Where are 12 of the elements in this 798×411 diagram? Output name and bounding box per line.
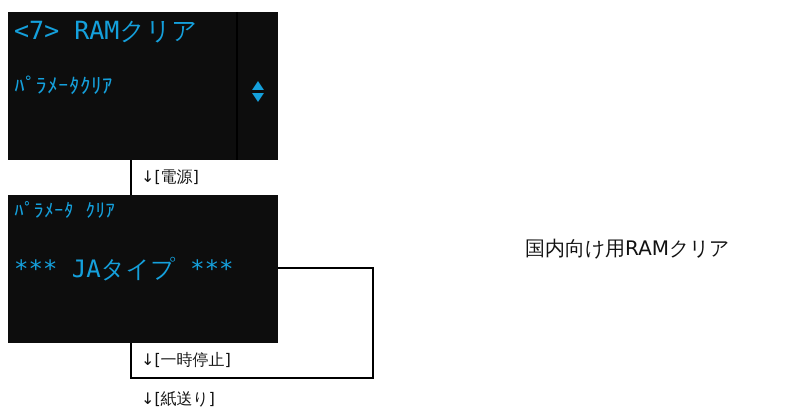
key-label: ↓[紙送り] [141,390,215,408]
note-text: 国内向け用RAMクリア [525,237,730,259]
display-screen [8,195,278,343]
display-screen [8,12,278,160]
connector-line [130,267,374,379]
screen-heading: ﾊﾟﾗﾒｰﾀ ｸﾘｱ [14,202,116,221]
screen-title: <7> RAMクリア [14,18,198,43]
screen-text: *** JAタイプ *** [14,257,234,281]
edge-label: ↓[一時停止] [141,351,231,369]
screen-text: ﾊﾟﾗﾒｰﾀｸﾘｱ [14,76,113,97]
connector-line [130,160,132,195]
edge-label: ↓[電源] [141,168,199,186]
